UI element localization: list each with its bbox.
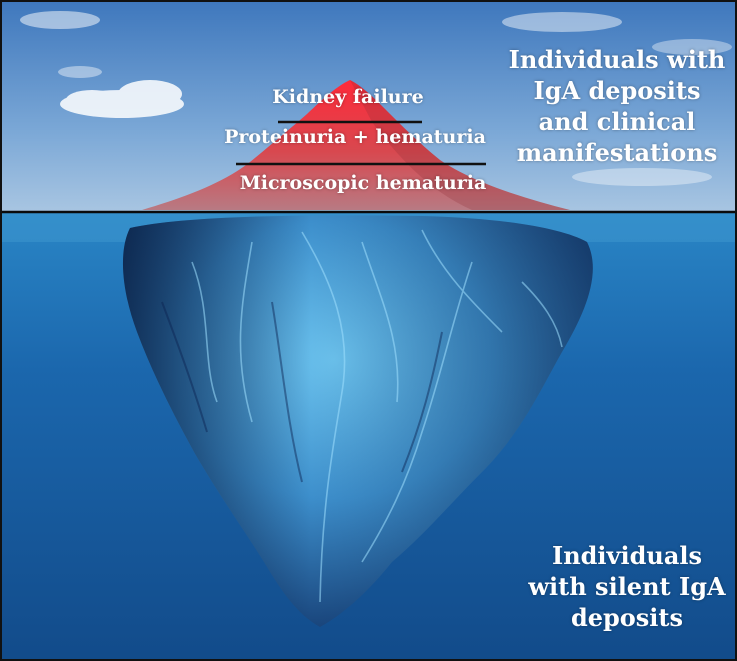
below-water-label: Individuals with silent IgA deposits: [528, 541, 726, 632]
submerged-iceberg: [122, 215, 593, 627]
above-water-label: Individuals with IgA deposits and clinic…: [508, 45, 726, 167]
tier-label-kidney-failure: Kidney failure: [272, 86, 424, 108]
tier-label-proteinuria-hematuria: Proteinuria + hematuria: [224, 126, 486, 148]
tier-label-microscopic-hematuria: Microscopic hematuria: [239, 172, 487, 194]
iceberg-tip: [142, 80, 570, 210]
clouds: [20, 11, 732, 186]
